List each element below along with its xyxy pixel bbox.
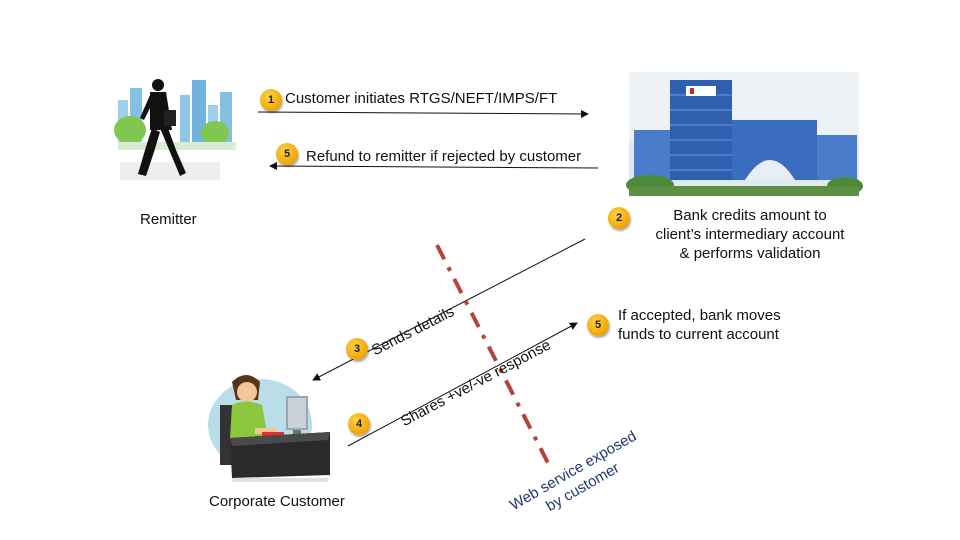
web-service-label: Web service exposed by customer xyxy=(499,423,657,536)
step-5-accepted-line-2: funds to current account xyxy=(618,326,779,343)
step-5-refund-text: Refund to remitter if rejected by custom… xyxy=(306,148,582,165)
step-5-accepted-text: If accepted, bank moves funds to current… xyxy=(618,306,781,344)
step-1-badge: 1 xyxy=(260,89,282,111)
step-1-text: Customer initiates RTGS/NEFT/IMPS/FT xyxy=(285,90,558,107)
step-5-accepted-line-1: If accepted, bank moves xyxy=(618,307,781,324)
step-2-line-2: client’s intermediary account xyxy=(655,226,845,243)
step-5-refund-badge: 5 xyxy=(276,143,298,165)
step-3-badge: 3 xyxy=(346,338,368,360)
step-3-text: Sends details xyxy=(369,303,457,360)
step-2-text: Bank credits amount to client’s intermed… xyxy=(640,206,860,263)
step-2-line-1: Bank credits amount to xyxy=(673,207,827,224)
step-4-text: Shares +ve/-ve response xyxy=(398,336,554,431)
step-5-accepted-badge: 5 xyxy=(587,314,609,336)
corporate-customer-label: Corporate Customer xyxy=(209,493,345,510)
arrow-step-1 xyxy=(257,109,589,118)
step-2-line-3: & performs validation xyxy=(679,245,821,262)
step-4-badge: 4 xyxy=(348,413,370,435)
step-2-badge: 2 xyxy=(608,207,630,229)
remitter-label: Remitter xyxy=(140,211,197,228)
arrow-step-5-refund xyxy=(269,162,599,171)
